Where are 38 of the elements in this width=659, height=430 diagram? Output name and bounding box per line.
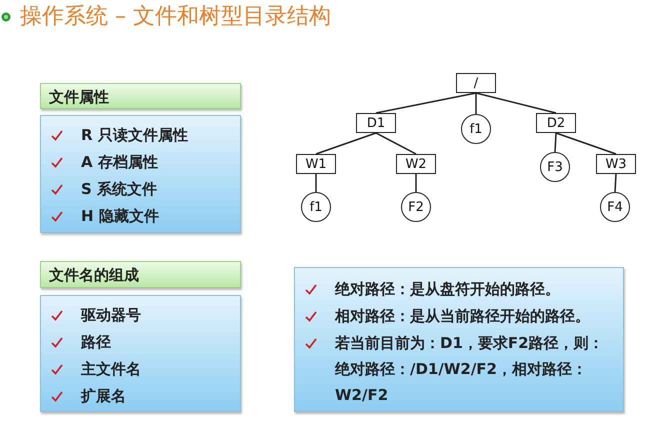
list-item: H 隐藏文件 (81, 206, 159, 227)
list-item: 驱动器号 (81, 305, 141, 326)
heading-bar: 文件属性 (40, 83, 241, 109)
tree-line (614, 174, 617, 192)
list-panel (40, 295, 241, 412)
list-item: 扩展名 (81, 386, 126, 407)
file-circle: f1 (461, 114, 491, 144)
list-item: 主文件名 (81, 359, 141, 380)
directory-box: / (456, 73, 496, 93)
tree-line (316, 132, 376, 155)
directory-box: W2 (396, 154, 436, 174)
list-item: 若当前目前为：D1，要求F2路径，则：绝对路径：/D1/W2/F2，相对路径：W2/F2 (335, 333, 605, 406)
tree-line (476, 92, 556, 114)
list-panel (40, 115, 241, 233)
list-item: S 系统文件 (81, 179, 158, 200)
heading-bar: 文件名的组成 (40, 261, 241, 288)
tree-line (475, 93, 477, 114)
directory-box: D1 (356, 113, 396, 133)
title: 操作系统 – 文件和树型目录结构 (20, 3, 331, 31)
directory-box: D2 (536, 113, 576, 133)
list-item: A 存档属性 (81, 152, 158, 173)
list-item: 绝对路径：是从盘符开始的路径。 (335, 279, 560, 300)
file-circle: F4 (600, 192, 630, 222)
tree-line (554, 132, 557, 152)
tree-line (556, 132, 616, 155)
directory-box: W3 (596, 154, 636, 174)
list-panel (294, 267, 624, 412)
directory-box: W1 (296, 154, 336, 174)
tree-line (415, 174, 417, 192)
file-circle: F2 (401, 192, 431, 222)
list-item: 相对路径：是从当前路径开始的路径。 (335, 306, 590, 327)
tree-line (315, 174, 317, 192)
tree-line (376, 132, 416, 155)
file-circle: f1 (301, 192, 331, 222)
list-item: R 只读文件属性 (81, 125, 188, 146)
list-item: 路径 (81, 332, 111, 353)
tree-line (376, 92, 476, 114)
file-circle: F3 (540, 152, 570, 182)
